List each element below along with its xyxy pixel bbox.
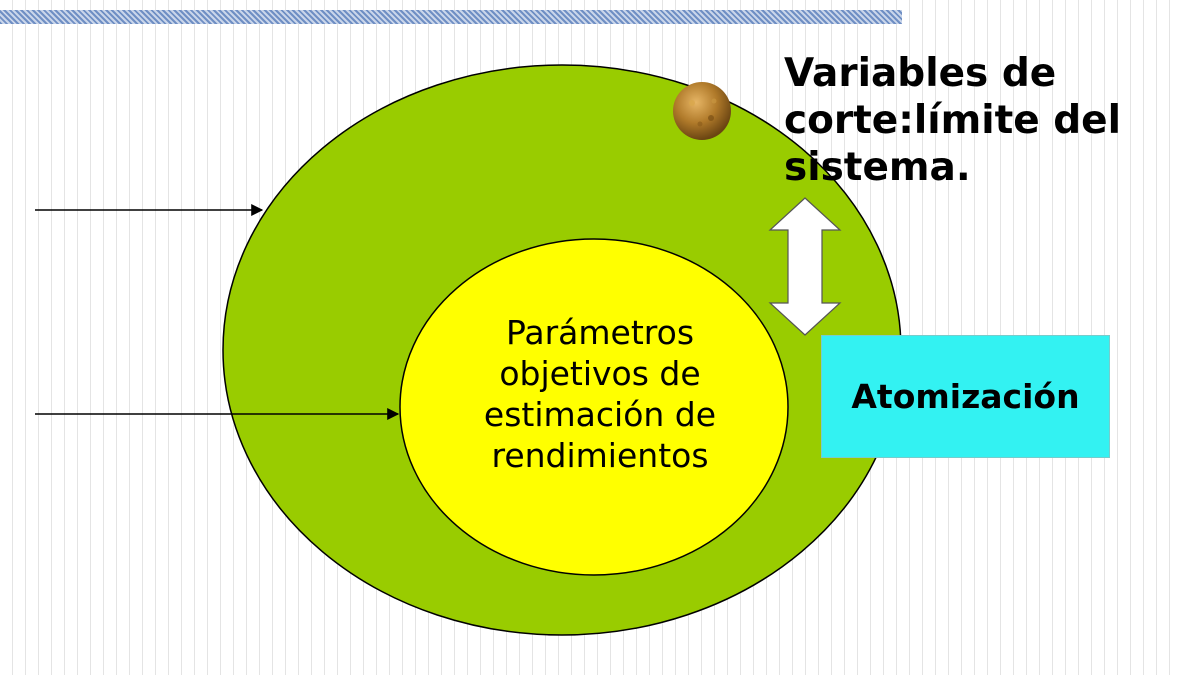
atomization-label: Atomización [851,377,1080,416]
boundary-variables-label: Variables de corte:límite del sistema. [784,51,1121,190]
double-arrow [768,197,842,336]
inner-circle [399,238,789,576]
ball-icon [673,82,731,140]
inner-circle-label: Parámetros objetivos de estimación de re… [483,313,717,475]
atomization-box: Atomización [821,335,1110,458]
top-decorative-bar [0,10,902,24]
